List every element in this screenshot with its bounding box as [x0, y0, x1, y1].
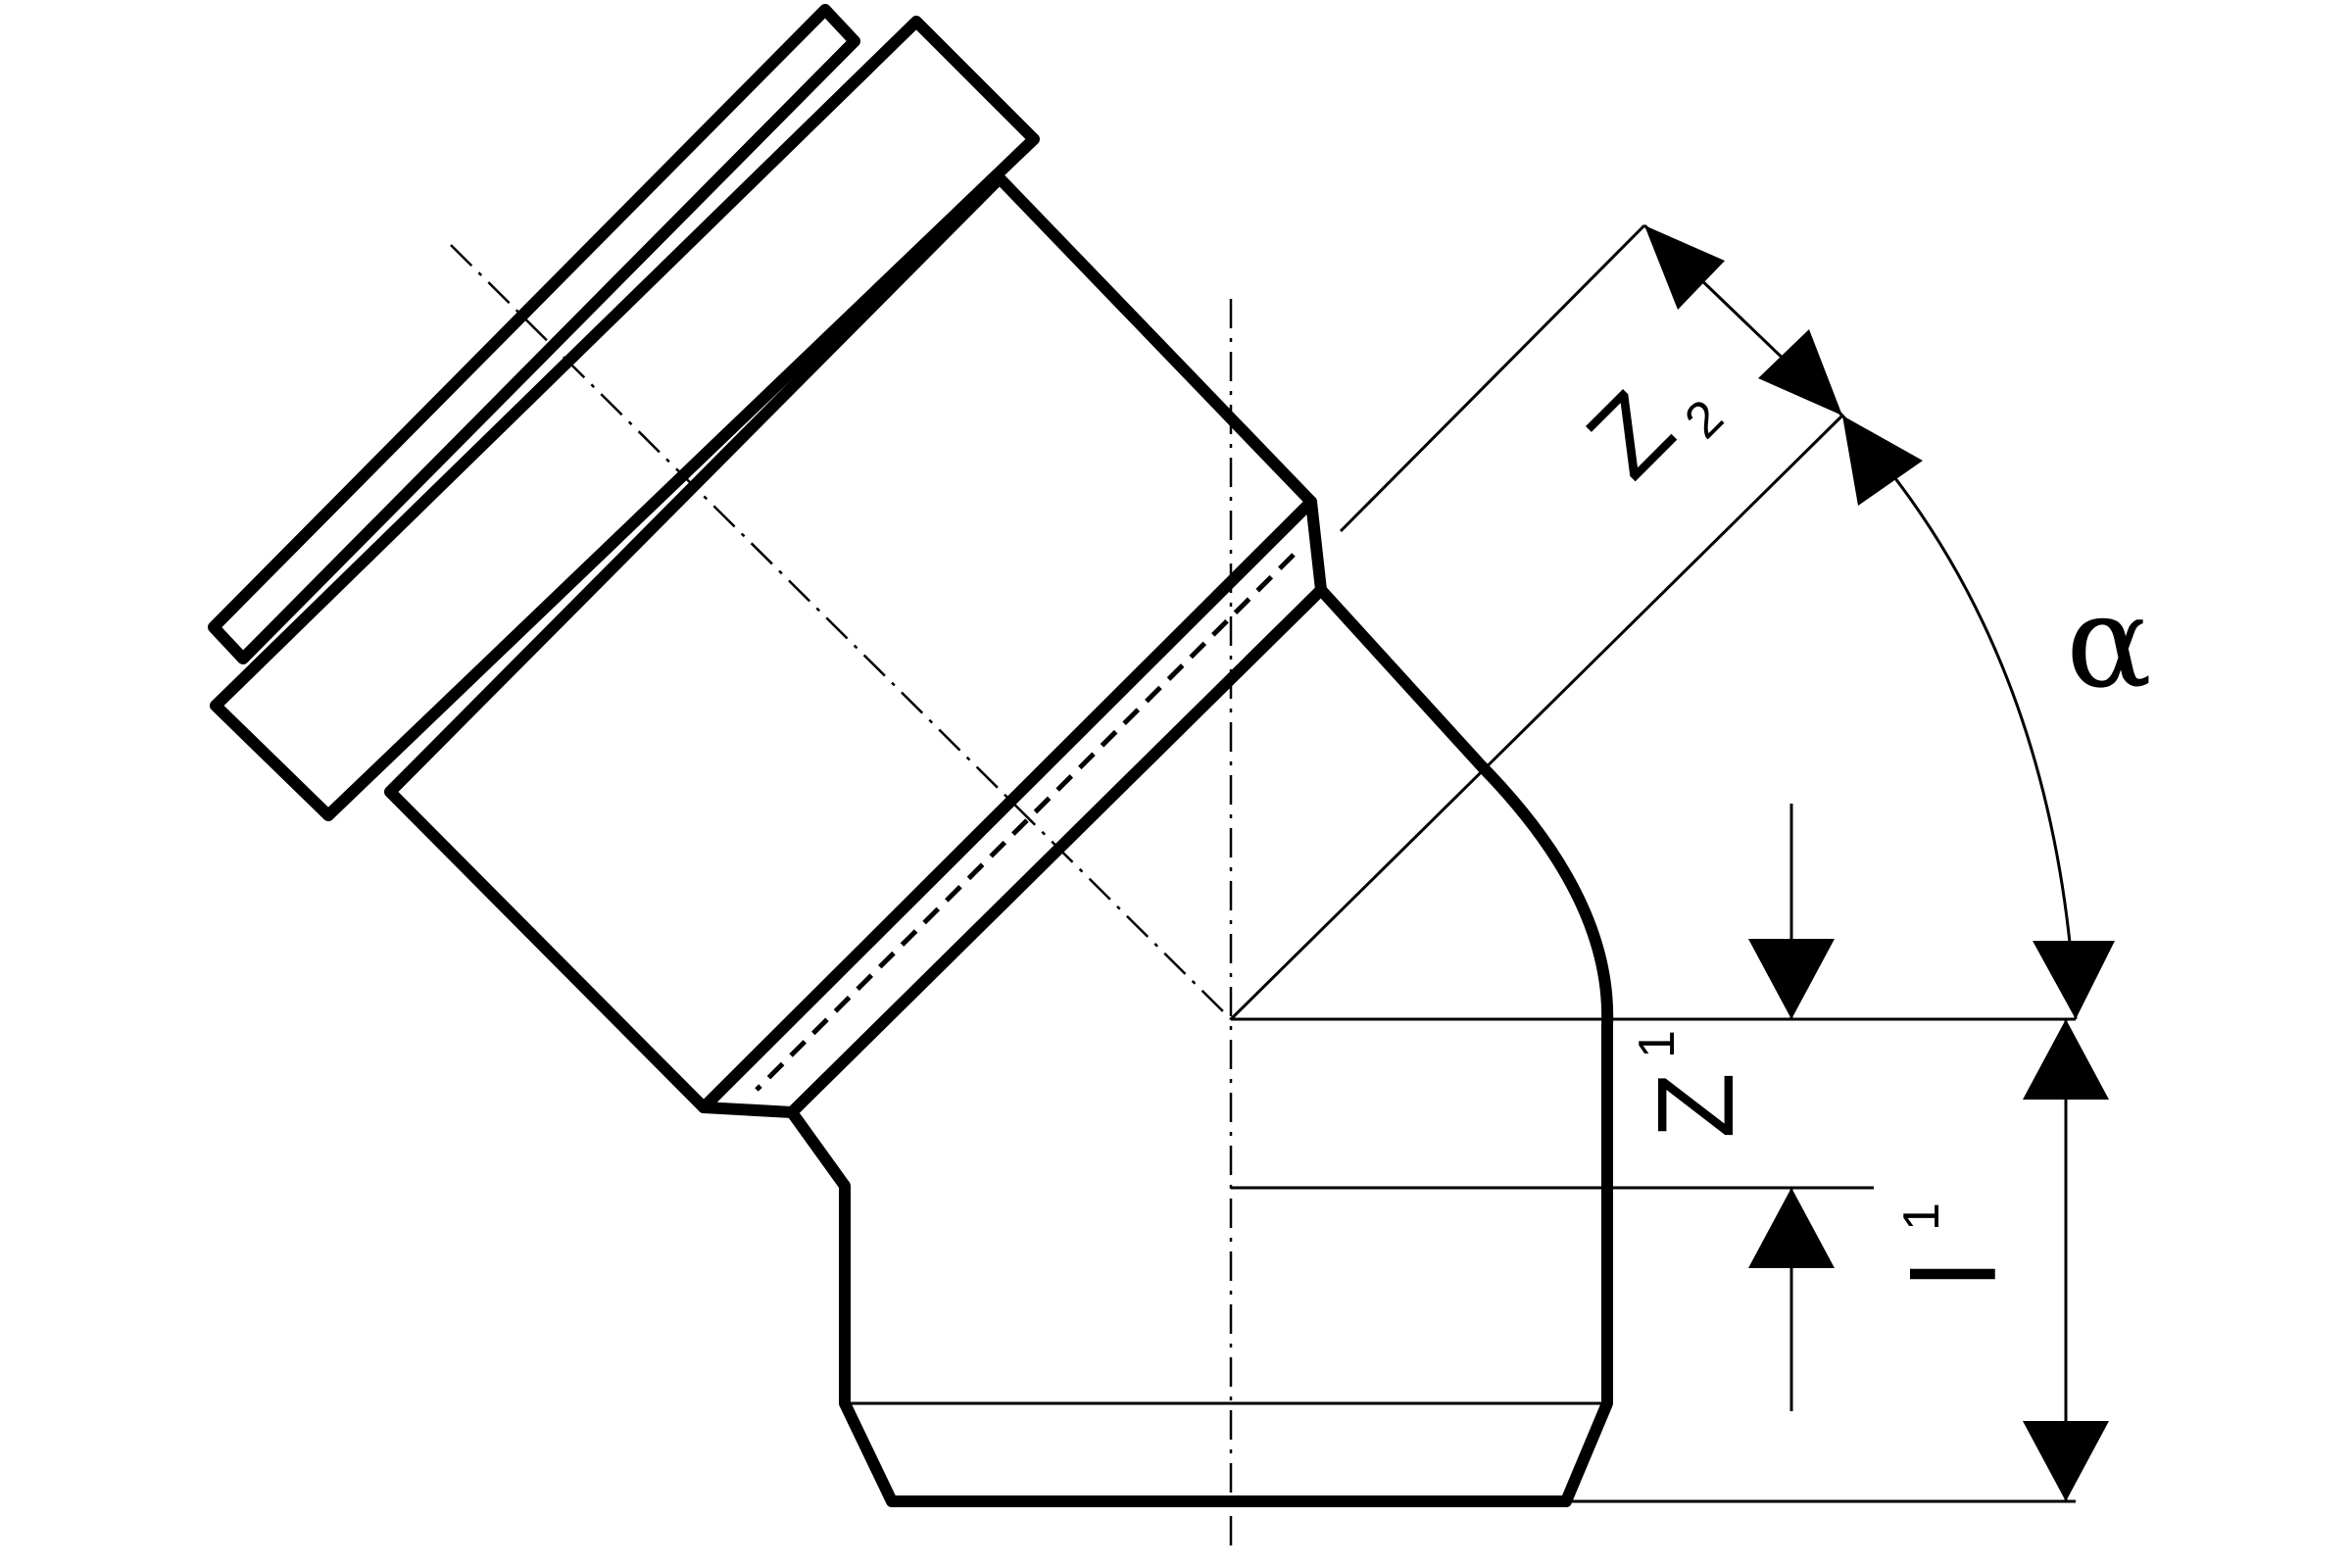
socket-seam-outer [698, 496, 1317, 1113]
center-lines [450, 244, 1233, 1548]
sealing-ring-lip [208, 4, 860, 664]
z2-arrowhead-top [1644, 225, 1725, 310]
l1-arrowhead-bottom [2023, 1421, 2109, 1501]
diagonal-axis [450, 244, 1232, 1020]
z2-subscript: 2 [1674, 389, 1734, 449]
ext-z2-b [1229, 414, 1844, 1021]
socket-seam-hidden [755, 553, 1296, 1092]
z1-arrowhead-bottom [1748, 1188, 1835, 1268]
elbow-outline [786, 584, 1614, 1507]
l1-arrowhead-top [2023, 1019, 2109, 1100]
alpha-label: α [2066, 567, 2152, 716]
socket-collar [210, 16, 1040, 821]
dimension-z1: Z 1 [1629, 804, 1835, 1411]
alpha-arc [1840, 414, 2078, 1020]
l1-label: l [1889, 1261, 2021, 1288]
ext-z2-a [1339, 223, 1646, 533]
dimension-z2: Z 2 [1564, 223, 1844, 501]
z1-arrowhead-top [1748, 939, 1835, 1019]
alpha-arrowhead-bottom [2033, 941, 2115, 1019]
dimension-alpha: α [1840, 414, 2152, 1020]
dimension-l1: l 1 [1889, 1019, 2109, 1501]
socket-end [208, 4, 1327, 1118]
alpha-arrowhead-top [1842, 416, 1923, 506]
elbow-body [786, 584, 1614, 1507]
extension-lines [1229, 223, 2076, 1503]
z1-label: Z [1636, 1072, 1756, 1138]
z2-arrowhead-bottom [1758, 329, 1842, 416]
z1-subscript: 1 [1629, 1030, 1686, 1058]
z2-label: Z [1564, 368, 1695, 500]
l1-subscript: 1 [1893, 1202, 1950, 1231]
